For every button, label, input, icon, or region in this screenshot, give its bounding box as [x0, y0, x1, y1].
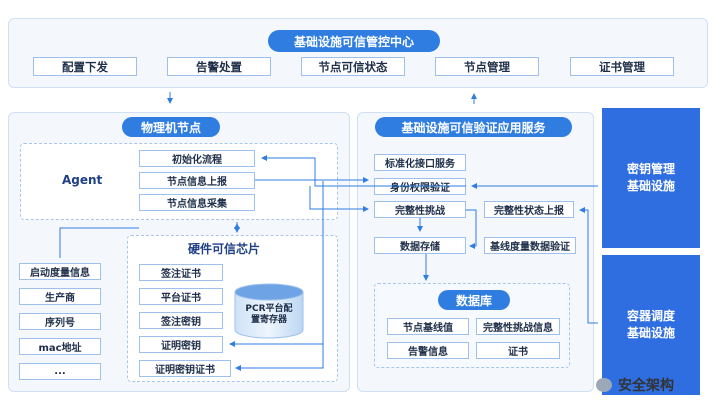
- agent-label: Agent: [62, 173, 103, 187]
- service-item-challenge: 完整性挑战: [374, 201, 466, 218]
- agent-item-init: 初始化流程: [139, 150, 255, 167]
- database-title: 数据库: [438, 290, 510, 310]
- db-item-alarm: 告警信息: [387, 342, 469, 359]
- pcr-register-icon: [233, 282, 305, 340]
- left-item-serial: 序列号: [19, 313, 101, 330]
- service-item-storage: 数据存储: [374, 237, 466, 254]
- key-mgmt-label: 密钥管理 基础设施: [626, 162, 675, 193]
- chip-item-attest-key: 证明密钥: [139, 336, 223, 353]
- top-item-node-status: 节点可信状态: [301, 57, 405, 76]
- left-item-mac: mac地址: [19, 338, 101, 355]
- baseline-verify-box: 基线度量数据验证: [484, 237, 576, 254]
- watermark: 安全架构: [596, 374, 712, 396]
- container-label: 容器调度 基础设施: [626, 309, 675, 340]
- top-item-alarm: 告警处置: [167, 57, 271, 76]
- key-management-infra: 密钥管理 基础设施: [602, 108, 700, 248]
- left-item-ellipsis: ...: [19, 363, 101, 380]
- agent-item-collect: 节点信息采集: [139, 194, 255, 211]
- top-item-node-mgmt: 节点管理: [435, 57, 539, 76]
- physical-node-title: 物理机节点: [122, 117, 220, 137]
- chip-item-endorse-cert: 签注证书: [139, 264, 223, 281]
- wechat-icon: [596, 378, 612, 392]
- chip-item-attest-key-cert: 证明密钥证书: [139, 360, 231, 377]
- chip-title: 硬件可信芯片: [188, 242, 261, 256]
- control-center-title: 基础设施可信管控中心: [268, 30, 440, 52]
- agent-item-report: 节点信息上报: [139, 172, 255, 189]
- db-item-cert: 证书: [476, 342, 560, 359]
- chip-item-platform-cert: 平台证书: [139, 288, 223, 305]
- control-center-panel: [8, 18, 708, 88]
- container-scheduling-infra: 容器调度 基础设施: [602, 255, 700, 395]
- top-item-config: 配置下发: [33, 57, 137, 76]
- db-item-challenge-info: 完整性挑战信息: [476, 318, 560, 335]
- watermark-text: 安全架构: [618, 378, 674, 394]
- pcr-label: PCR平台配置寄存器: [245, 304, 293, 325]
- chip-item-endorse-key: 签注密钥: [139, 312, 223, 329]
- service-item-interface: 标准化接口服务: [374, 154, 466, 171]
- service-title: 基础设施可信验证应用服务: [375, 117, 572, 137]
- integrity-report-box: 完整性状态上报: [484, 201, 574, 218]
- left-item-manufacturer: 生产商: [19, 288, 101, 305]
- left-item-boot-measure: 启动度量信息: [19, 263, 101, 280]
- db-item-baseline: 节点基线值: [387, 318, 469, 335]
- top-item-cert-mgmt: 证书管理: [570, 57, 674, 76]
